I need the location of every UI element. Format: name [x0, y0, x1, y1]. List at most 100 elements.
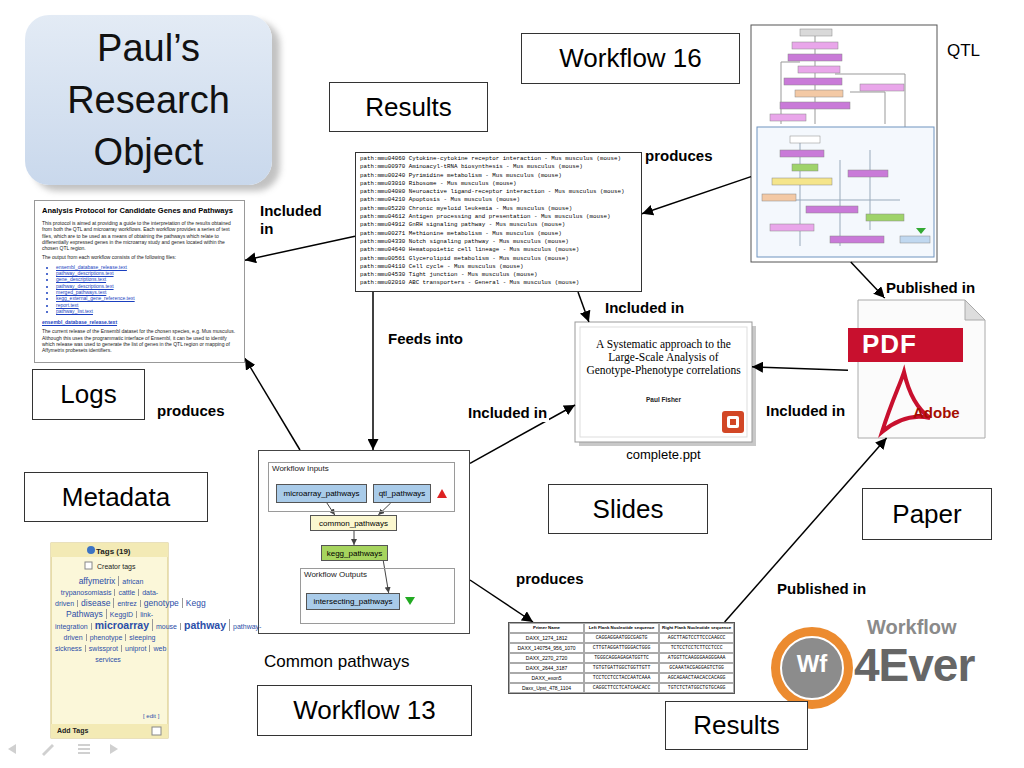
arrow-connector: [245, 236, 355, 260]
node-text: microarray_pathways: [283, 489, 359, 498]
node-text: Results: [365, 92, 452, 123]
process-box: qtl_pathways: [373, 484, 431, 503]
workflow-illustration: [848, 170, 888, 177]
label-box: Results: [665, 701, 808, 750]
workflow-illustration: [762, 194, 796, 201]
arrow-connector: [354, 531, 355, 545]
slide-thumbnail: [579, 326, 756, 446]
node-text: AGCTTAGTCCTTCCCAAGCC: [659, 633, 734, 643]
node-text: path:mmu04330 Notch signaling pathway - …: [360, 238, 637, 246]
arrow-connector: [851, 262, 885, 298]
node-text: The current release of the Ensembl datas…: [42, 328, 237, 353]
label-box: Paper: [862, 488, 992, 540]
port-markers: [437, 489, 447, 498]
node-text: CAGGCTTCCTCATCAACACC: [584, 683, 659, 693]
edge-label: Included in: [764, 402, 847, 420]
workflow-illustration: [751, 25, 937, 262]
slide-image: A Systematic approach to the Large-Scale…: [575, 322, 752, 462]
tag-link: uniprot: [122, 645, 150, 652]
wf4ever-logo: [771, 627, 853, 709]
pdf-icon: [882, 372, 930, 432]
arrow-connector: [383, 561, 388, 593]
node-text: 4Ever: [854, 638, 974, 692]
pdf-icon: [848, 300, 985, 438]
tags-widget: [87, 546, 95, 554]
label-box: Logs: [32, 369, 145, 420]
edge-label: Included in: [466, 404, 549, 422]
workflow-illustration: [784, 78, 842, 85]
node-text: Workflow Outputs: [304, 570, 367, 579]
workflow-illustration: [795, 90, 843, 97]
node-text: Add Tags: [57, 725, 88, 736]
slide-thumbnail: [722, 411, 744, 433]
node-text: intersecting_pathways: [313, 597, 392, 606]
slide-thumbnail: [727, 416, 739, 428]
node-text: Left Flank Nucleotide sequence: [584, 623, 659, 633]
node-text: Right Flank Nucleotide sequence: [659, 623, 734, 633]
workflow-illustration: [772, 178, 832, 185]
node-text: pathway_descriptions.text: [56, 283, 237, 289]
workflow-illustration: [806, 206, 858, 213]
node-text: path:mmu04612 Antigen processing and pre…: [360, 213, 637, 221]
node-text: This protocol is aimed at providing a gu…: [42, 220, 237, 251]
node-text: CAGGAGGAATGGCGAGTG: [584, 633, 659, 643]
node-text: path:mmu00970 Aminoacyl-tRNA biosynthesi…: [360, 163, 637, 171]
node-text: path:mmu04110 Cell cycle - Mus musculus …: [360, 263, 637, 271]
tag-link: cattle: [115, 589, 139, 596]
tag-link: entrez: [114, 600, 140, 607]
process-box: microarray_pathways: [276, 484, 367, 503]
node-text: TCTCCTCCTCTTCCTCCC: [659, 643, 734, 653]
slide-thumbnail: [575, 322, 752, 442]
arrow-connector: [752, 367, 848, 370]
node-text: Workflow: [867, 616, 957, 639]
tag-cloud: Tags (19)Creator tagsaffymetrixafrican t…: [51, 543, 168, 738]
node-text: [ edit ]: [143, 711, 159, 722]
node-text: pathway_list.text: [56, 308, 237, 314]
workflow-illustration: [800, 29, 832, 36]
tags-widget: [85, 562, 92, 569]
label-box: Slides: [548, 484, 708, 534]
edge-label: Feeds into: [386, 330, 465, 348]
node-text: path:mmu00271 Methionine metabolism - Mu…: [360, 230, 637, 238]
workflow-illustration: [860, 84, 904, 91]
node-text: path:mmu04912 GnRH signaling pathway - M…: [360, 221, 637, 229]
tag-link: swissprot: [86, 645, 122, 652]
node-text: path:mmu03010 Ribosome - Mus musculus (m…: [360, 180, 637, 188]
pdf-icon: [965, 300, 985, 320]
node-text: DAXX_2270_2720: [509, 653, 584, 663]
node-text: report.text: [56, 302, 237, 308]
arrow-connector: [372, 292, 374, 450]
process-box: intersecting_pathways: [306, 593, 400, 610]
node-text: complete.ppt: [575, 447, 752, 462]
pdf-icon: [848, 328, 963, 362]
node-text: Primer Name: [509, 623, 584, 633]
node-text: Daxx_Upst_478_1104: [509, 683, 584, 693]
arrow-connector: [578, 292, 589, 322]
arrow-connector: [245, 358, 300, 450]
node-text: gene_descriptions.text: [56, 276, 237, 282]
tags-widget: [152, 727, 161, 735]
port-markers: [405, 489, 447, 605]
edge-label: produces: [643, 147, 715, 165]
node-text: DAXX_140754_956_1070: [509, 643, 584, 653]
workflow-illustration: [900, 236, 930, 243]
results-table: Primer NameLeft Flank Nucleotide sequenc…: [508, 622, 735, 694]
node-text: ATGGTTCAAGGGAAGGGAAA: [659, 653, 734, 663]
node-text: path:mmu00561 Glycerolipid metabolism - …: [360, 255, 637, 263]
tags-widget: [51, 724, 168, 738]
node-text: kegg_pathways: [327, 549, 383, 558]
edge-label: Published in: [884, 279, 977, 297]
label-box: Workflow 16: [521, 33, 740, 84]
node-text: DAXX_exon5: [509, 673, 584, 683]
node-text: Adobe: [913, 404, 960, 421]
workflow-illustration: [916, 228, 926, 234]
node-text: merged_pathways.text: [56, 289, 237, 295]
node-text: path:mmu05220 Chronic myeloid leukemia -…: [360, 205, 637, 213]
edge-label: produces: [514, 570, 586, 588]
node-text: Paper: [892, 499, 961, 530]
group-box: Workflow Outputs intersecting_pathways: [300, 568, 455, 624]
workflow-illustration: [780, 150, 824, 157]
node-text: A Systematic approach to the Large-Scale…: [585, 338, 742, 377]
results-list: path:mmu04060 Cytokine-cytokine receptor…: [355, 152, 642, 292]
node-text: TGTGTGATTGGCTGGTTGTT: [584, 663, 659, 673]
